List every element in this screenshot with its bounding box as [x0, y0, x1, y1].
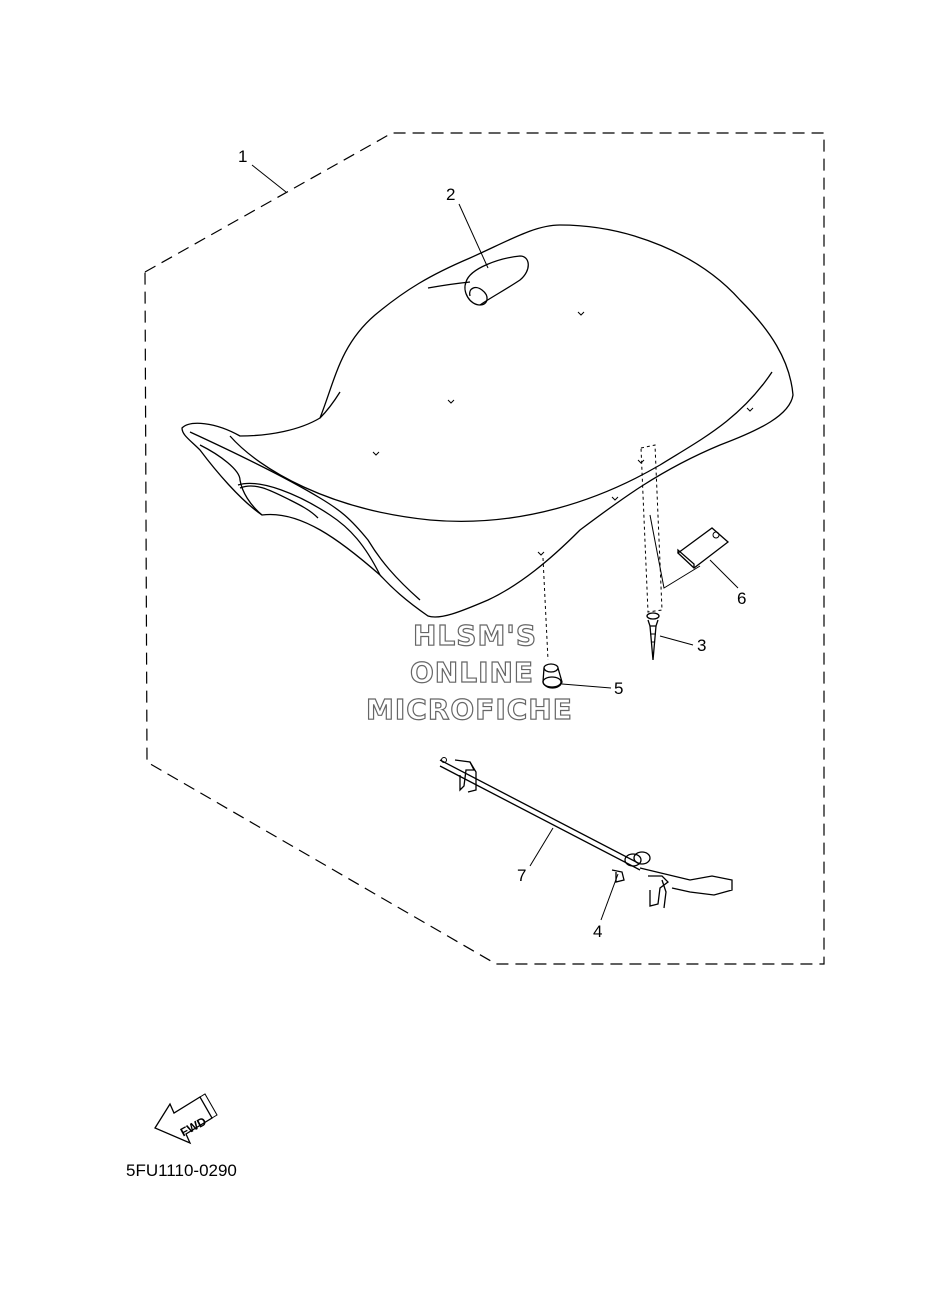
seat-illustration — [181, 224, 794, 618]
callout-2: 2 — [446, 185, 455, 204]
leader-line-2 — [458, 203, 489, 269]
leader-line-4 — [600, 873, 619, 921]
screw-guide-dotted — [640, 444, 663, 613]
callout-6: 6 — [737, 589, 746, 608]
callout-3: 3 — [697, 636, 706, 655]
leader-line-6 — [649, 514, 701, 589]
damper-part-5 — [542, 663, 563, 689]
fwd-arrow-icon: FWD — [154, 1093, 218, 1145]
callout-5: 5 — [614, 679, 623, 698]
leader-line-7 — [529, 827, 554, 867]
leader-line-3 — [659, 635, 694, 646]
diagram-code: 5FU1110-0290 — [126, 1161, 237, 1180]
damper-guide-dotted — [542, 557, 549, 661]
fwd-label: FWD — [178, 1114, 209, 1139]
watermark-line-2: ONLINE — [410, 656, 534, 689]
seat-strap-part-2 — [464, 255, 529, 306]
leader-line-5 — [561, 683, 612, 689]
watermark-line-1: HLSM'S — [413, 619, 537, 652]
lock-rod-part-7 — [439, 757, 733, 909]
callout-4: 4 — [593, 922, 602, 941]
leader-line-6b — [709, 559, 739, 589]
watermark: HLSM'S ONLINE MICROFICHE — [365, 618, 573, 726]
callout-7: 7 — [517, 866, 526, 885]
assembly-boundary — [144, 132, 825, 965]
watermark-line-3: MICROFICHE — [366, 693, 573, 726]
leader-line-1 — [251, 164, 287, 193]
callout-1: 1 — [238, 147, 247, 166]
screw-part-3 — [646, 612, 660, 661]
plate-part-6 — [676, 527, 730, 569]
